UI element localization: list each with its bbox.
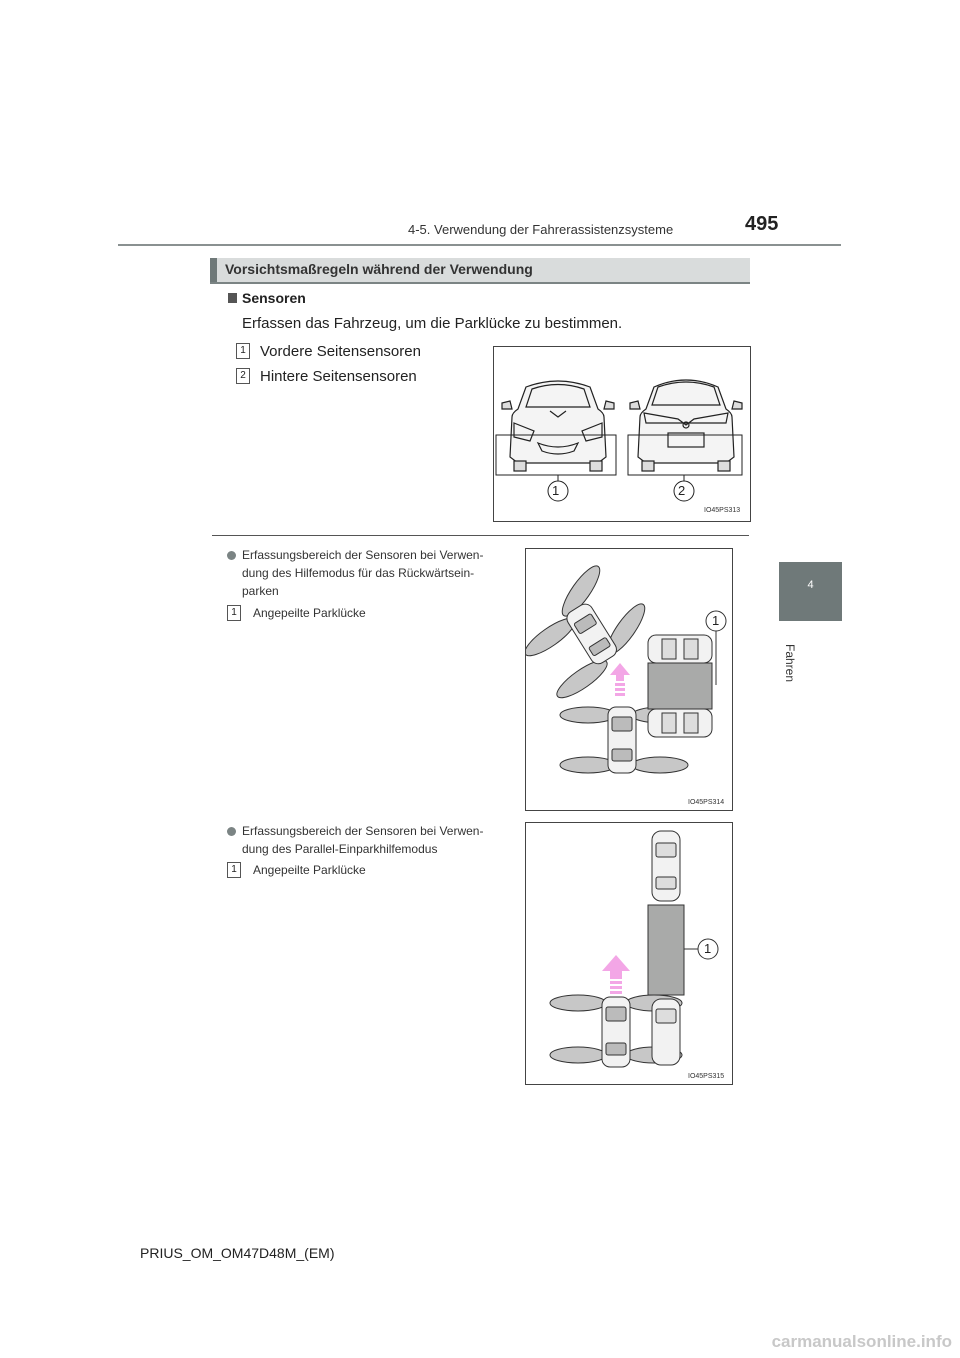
rear-sensor-range-box bbox=[627, 434, 743, 476]
text-line: Erfassungsbereich der Sensoren bei Verwe… bbox=[242, 824, 484, 838]
text-line: parken bbox=[242, 584, 279, 598]
reverse-mode-description: Erfassungsbereich der Sensoren bei Verwe… bbox=[242, 546, 516, 600]
car-turning bbox=[566, 603, 617, 665]
section-heading: Vorsichtsmaßregeln während der Verwendun… bbox=[210, 258, 750, 284]
rear-sensors-label: Hintere Seitensensoren bbox=[260, 368, 417, 385]
callout-2: 2 bbox=[678, 483, 686, 498]
arrow-up-icon bbox=[602, 955, 630, 994]
item-number-badge: 2 bbox=[236, 368, 250, 384]
section-heading-text: Vorsichtsmaßregeln während der Verwendun… bbox=[225, 261, 533, 277]
text-line: dung des Hilfemodus für das Rückwärtsein… bbox=[242, 566, 475, 580]
page-number: 495 bbox=[745, 213, 779, 235]
car-rear-view bbox=[629, 379, 743, 472]
sensor-location-figure: 1 2 IO45PS313 bbox=[493, 346, 751, 522]
car-front-rear-illustration bbox=[495, 379, 743, 502]
chapter-tab-label: Fahren bbox=[783, 644, 797, 683]
header-rule bbox=[118, 244, 841, 246]
figure-code: IO45PS313 bbox=[704, 507, 741, 514]
reverse-parking-figure: 1 IO45PS314 bbox=[524, 548, 733, 811]
item-number-badge: 1 bbox=[227, 605, 241, 621]
car-front-view bbox=[501, 380, 615, 472]
own-car bbox=[601, 996, 631, 1068]
parked-car-bottom bbox=[647, 708, 713, 738]
callout-1: 1 bbox=[712, 613, 720, 628]
chapter-tab: Fahren bbox=[779, 622, 842, 702]
target-space-label: Angepeilte Parklücke bbox=[253, 863, 366, 877]
item-number-badge: 1 bbox=[236, 343, 250, 359]
chapter-tab-number: 4 bbox=[779, 562, 842, 621]
parallel-parking-figure: 1 IO45PS315 bbox=[525, 822, 733, 1085]
footer-doc-code: PRIUS_OM_OM47D48M_(EM) bbox=[140, 1245, 335, 1261]
header-section-title: 4-5. Verwendung der Fahrerassistenzsyste… bbox=[408, 222, 674, 237]
callout-1: 1 bbox=[552, 483, 560, 498]
figure-code: IO45PS315 bbox=[688, 1073, 725, 1080]
section-heading-bar bbox=[210, 258, 217, 282]
sensors-description: Erfassen das Fahrzeug, um die Parklücke … bbox=[242, 315, 623, 332]
arrow-up-icon bbox=[610, 663, 630, 696]
bullet-dot-icon bbox=[227, 551, 236, 560]
target-parking-space bbox=[647, 904, 685, 996]
watermark: carmanualsonline.info bbox=[771, 1332, 952, 1351]
divider bbox=[212, 535, 749, 536]
callout-1: 1 bbox=[704, 941, 712, 956]
target-parking-space bbox=[647, 662, 713, 710]
sensors-title: Sensoren bbox=[242, 290, 306, 306]
sensor-detection-lobes bbox=[524, 565, 689, 774]
own-car bbox=[607, 706, 637, 774]
front-sensor-range-box bbox=[495, 434, 617, 476]
reverse-parking-illustration bbox=[524, 565, 727, 774]
text-line: Erfassungsbereich der Sensoren bei Verwe… bbox=[242, 548, 484, 562]
parallel-mode-description: Erfassungsbereich der Sensoren bei Verwe… bbox=[242, 822, 516, 858]
bullet-dot-icon bbox=[227, 827, 236, 836]
item-number-badge: 1 bbox=[227, 862, 241, 878]
front-sensors-label: Vordere Seitensensoren bbox=[260, 343, 421, 360]
parked-car-top bbox=[647, 634, 713, 664]
parked-car-front bbox=[651, 830, 681, 902]
figure-code: IO45PS314 bbox=[688, 799, 725, 806]
parallel-parking-illustration bbox=[549, 830, 719, 1068]
text-line: dung des Parallel-Einparkhilfemodus bbox=[242, 842, 438, 856]
parked-car-rear bbox=[651, 998, 681, 1066]
square-bullet-icon bbox=[228, 293, 237, 303]
target-space-label: Angepeilte Parklücke bbox=[253, 606, 366, 620]
